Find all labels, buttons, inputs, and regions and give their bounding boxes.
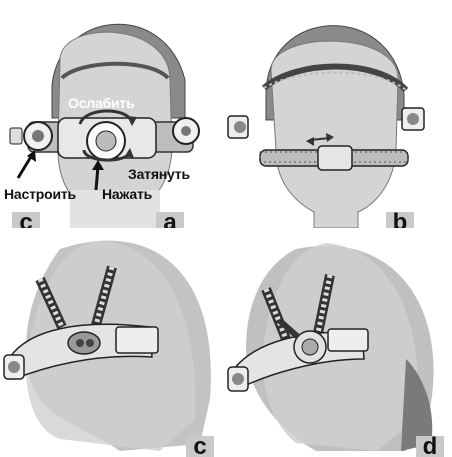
side-knob-right — [402, 108, 424, 130]
panel-b: b — [226, 0, 452, 228]
panel-label-corner: c — [12, 212, 40, 228]
strap-slider — [318, 146, 352, 170]
side-knob-left — [10, 122, 52, 150]
loosen-callout: Ослабить — [68, 95, 134, 111]
headgear-side-view-illustration — [0, 229, 226, 457]
side-knob — [4, 355, 24, 379]
panel-a: Ослабить Затянуть Настроить Нажать c a — [0, 0, 226, 228]
adjust-callout: Настроить — [4, 186, 76, 202]
tighten-callout: Затянуть — [128, 166, 190, 182]
panel-label: d — [416, 436, 444, 457]
press-callout: Нажать — [102, 186, 152, 202]
front-bracket — [328, 329, 368, 351]
front-bracket — [116, 327, 158, 353]
panel-label: b — [386, 212, 414, 228]
headgear-strap-view-illustration — [226, 0, 452, 228]
side-knob-right — [173, 118, 199, 144]
panel-d: d — [226, 229, 452, 457]
adjust-pointer — [18, 155, 32, 178]
panel-label: a — [156, 212, 184, 228]
panel-label: c — [186, 436, 214, 457]
panel-c: c — [0, 229, 226, 457]
side-knob — [228, 367, 248, 391]
side-knob-left — [228, 116, 248, 138]
headgear-side-dial-illustration — [226, 229, 452, 457]
tilt-adjuster — [68, 332, 100, 354]
ratchet-knob — [87, 122, 125, 160]
